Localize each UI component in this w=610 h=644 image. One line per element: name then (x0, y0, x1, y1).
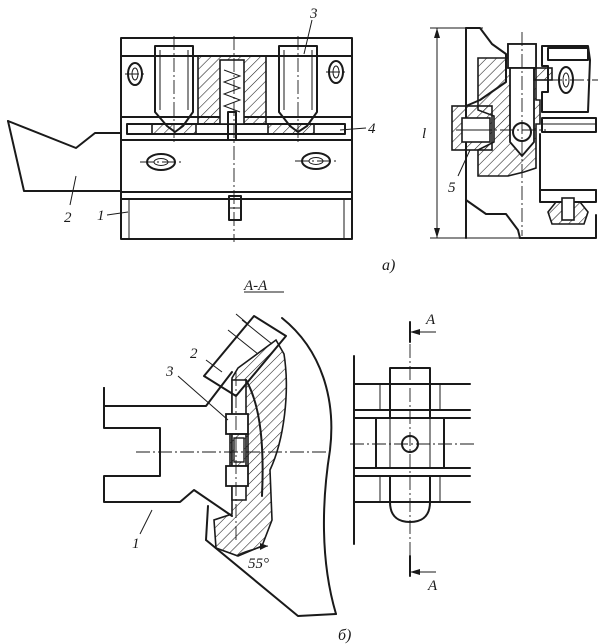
right-bottom-tongue (389, 475, 431, 523)
section-inner-curve (245, 379, 264, 497)
callout-2-top: 2 (64, 210, 72, 226)
right-center-block (375, 417, 445, 469)
section-body-hatched (213, 338, 288, 557)
fork-lower (103, 389, 233, 517)
labels: 3 4 2 1 5 l a) A-A 2 3 1 55° A A б) (64, 6, 456, 644)
side-outline-lower (465, 199, 521, 239)
caption-b: б) (338, 627, 351, 644)
bracket-2 (203, 315, 287, 397)
tool-holder-upper-edge (7, 120, 122, 149)
dimension-l-label: l (422, 126, 426, 142)
plunger (227, 111, 237, 141)
callout-1-bottom: 1 (132, 536, 140, 552)
hatch-strip-right (267, 123, 315, 135)
callout-4-top: 4 (368, 121, 376, 137)
front-view-a (7, 19, 367, 242)
section-view-b (103, 291, 337, 617)
clamp-screw-right (278, 45, 318, 133)
callout-5-top: 5 (448, 180, 456, 196)
spring-cavity (219, 59, 245, 125)
workpiece-contour (281, 317, 337, 615)
side-lower-block (539, 133, 597, 191)
insert-upper (225, 413, 249, 435)
clamp-screw-left (154, 45, 194, 133)
base-left-edge-b (205, 505, 209, 541)
side-pin-hatched (533, 67, 553, 81)
cut-mark-lower: A (427, 578, 438, 594)
callout-1-top: 1 (97, 208, 105, 224)
side-base (519, 214, 597, 239)
callout-2-bottom: 2 (190, 346, 198, 362)
housing-outline (120, 37, 353, 240)
insert-lower (225, 465, 249, 487)
side-strip (541, 117, 597, 133)
tool-holder-lower-edge (7, 120, 122, 192)
callout-3-bottom: 3 (165, 364, 174, 380)
caption-a: a) (382, 257, 395, 274)
spring (222, 69, 242, 113)
right-view-b (350, 321, 474, 577)
callout-3-top: 3 (309, 6, 318, 22)
section-title-aa: A-A (243, 278, 268, 294)
side-view-a (430, 27, 598, 239)
cut-mark-upper: A (425, 312, 436, 328)
base-diagonal (205, 539, 337, 617)
angle-label: 55° (248, 556, 269, 572)
